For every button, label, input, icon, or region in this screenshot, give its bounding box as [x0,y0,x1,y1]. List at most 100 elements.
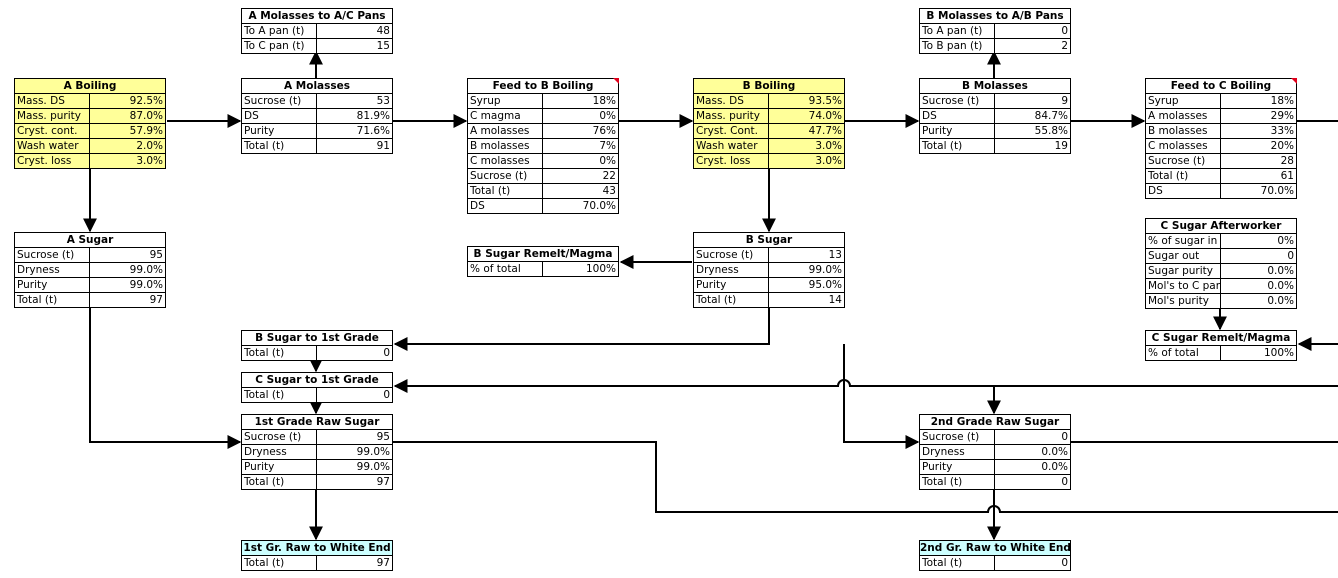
row-label: Cryst. loss [694,154,769,168]
row-value[interactable]: 97 [149,294,163,306]
row-label: DS [1146,184,1221,198]
row-value[interactable]: 0.0% [1041,461,1068,473]
row-value[interactable]: 29% [1270,110,1294,122]
row-value[interactable]: 70.0% [1260,185,1294,197]
row-value[interactable]: 71.6% [356,125,390,137]
row-value[interactable]: 0% [599,110,616,122]
table-row: Total (t)0 [920,556,1070,570]
row-value[interactable]: 81.9% [356,110,390,122]
row-value[interactable]: 84.7% [1034,110,1068,122]
row-value[interactable]: 99.0% [356,461,390,473]
table-row: Total (t)97 [242,475,392,489]
row-value[interactable]: 3.0% [136,155,163,167]
row-value[interactable]: 0.0% [1267,265,1294,277]
row-value[interactable]: 48 [376,25,390,37]
row-value[interactable]: 0 [383,389,390,401]
row-value[interactable]: 91 [376,140,390,152]
row-value[interactable]: 3.0% [815,140,842,152]
table-row: Total (t) 91 [242,139,392,153]
row-value[interactable]: 0.0% [1041,446,1068,458]
table-row: C molasses 20% [1146,139,1296,154]
row-value[interactable]: 14 [828,294,842,306]
row-value[interactable]: 43 [602,185,616,197]
row-label: Mol's purity [1146,294,1221,308]
row-value[interactable]: 19 [1054,140,1068,152]
row-value[interactable]: 22 [602,170,616,182]
row-value[interactable]: 13 [828,249,842,261]
row-value[interactable]: 93.5% [808,95,842,107]
table-row: To C pan (t)15 [242,39,392,53]
row-label: Total (t) [468,184,543,198]
table-row: Cryst. cont.57.9% [15,124,165,139]
row-value[interactable]: 97 [376,476,390,488]
row-value[interactable]: 0.0% [1267,280,1294,292]
row-label: Sucrose (t) [242,430,317,444]
row-value[interactable]: 20% [1270,140,1294,152]
row-value[interactable]: 99.0% [356,446,390,458]
row-value[interactable]: 92.5% [129,95,163,107]
row-label: Purity [920,460,995,474]
row-value[interactable]: 99.0% [129,279,163,291]
row-value[interactable]: 2 [1061,40,1068,52]
row-value[interactable]: 3.0% [815,155,842,167]
table-row: Total (t)97 [15,293,165,307]
row-value[interactable]: 97 [376,557,390,569]
row-value[interactable]: 0% [1277,235,1294,247]
row-value[interactable]: 18% [592,95,616,107]
row-value[interactable]: 7% [599,140,616,152]
row-value[interactable]: 100% [1263,347,1294,359]
row-value[interactable]: 87.0% [129,110,163,122]
row-value[interactable]: 95.0% [808,279,842,291]
row-value[interactable]: 57.9% [129,125,163,137]
row-value[interactable]: 70.0% [582,200,616,212]
row-value[interactable]: 0 [1287,250,1294,262]
row-value[interactable]: 18% [1270,95,1294,107]
row-value[interactable]: 95 [149,249,163,261]
row-value[interactable]: 61 [1280,170,1294,182]
row-value[interactable]: 0% [599,155,616,167]
row-value[interactable]: 99.0% [129,264,163,276]
table-row: Sucrose (t) 95 [242,430,392,445]
row-label: Total (t) [242,139,317,153]
row-value[interactable]: 28 [1280,155,1294,167]
row-value[interactable]: 0 [383,347,390,359]
row-value[interactable]: 2.0% [136,140,163,152]
row-value[interactable]: 55.8% [1034,125,1068,137]
table-row: Sucrose (t)9 [920,94,1070,109]
row-value[interactable]: 74.0% [808,110,842,122]
row-value[interactable]: 0 [1061,431,1068,443]
row-value[interactable]: 47.7% [808,125,842,137]
box-title: B Sugar Remelt/Magma [468,247,618,262]
row-value[interactable]: 100% [585,263,616,275]
row-label: Purity [242,460,317,474]
row-label: C molasses [468,154,543,168]
row-value[interactable]: 95 [376,431,390,443]
box-title: C Sugar Afterworker [1146,219,1296,234]
row-value[interactable]: 33% [1270,125,1294,137]
box-title: 2nd Grade Raw Sugar [920,415,1070,430]
row-value[interactable]: 53 [376,95,390,107]
row-value[interactable]: 76% [592,125,616,137]
row-value[interactable]: 99.0% [808,264,842,276]
row-value[interactable]: 9 [1061,95,1068,107]
row-label: % of sugar in [1146,234,1221,248]
row-value[interactable]: 0 [1061,476,1068,488]
row-label: Cryst. loss [15,154,90,168]
row-label: C molasses [1146,139,1221,153]
row-value[interactable]: 15 [376,40,390,52]
row-value[interactable]: 0 [1061,25,1068,37]
row-label: Total (t) [242,346,317,360]
table-row: Sucrose (t)13 [694,248,844,263]
row-value[interactable]: 0.0% [1267,295,1294,307]
row-label: Total (t) [920,139,995,153]
row-value[interactable]: 0 [1061,557,1068,569]
second-raw-to-white-end-box: 2nd Gr. Raw to White End Total (t)0 [919,540,1071,571]
table-row: Cryst. loss 3.0% [694,154,844,168]
